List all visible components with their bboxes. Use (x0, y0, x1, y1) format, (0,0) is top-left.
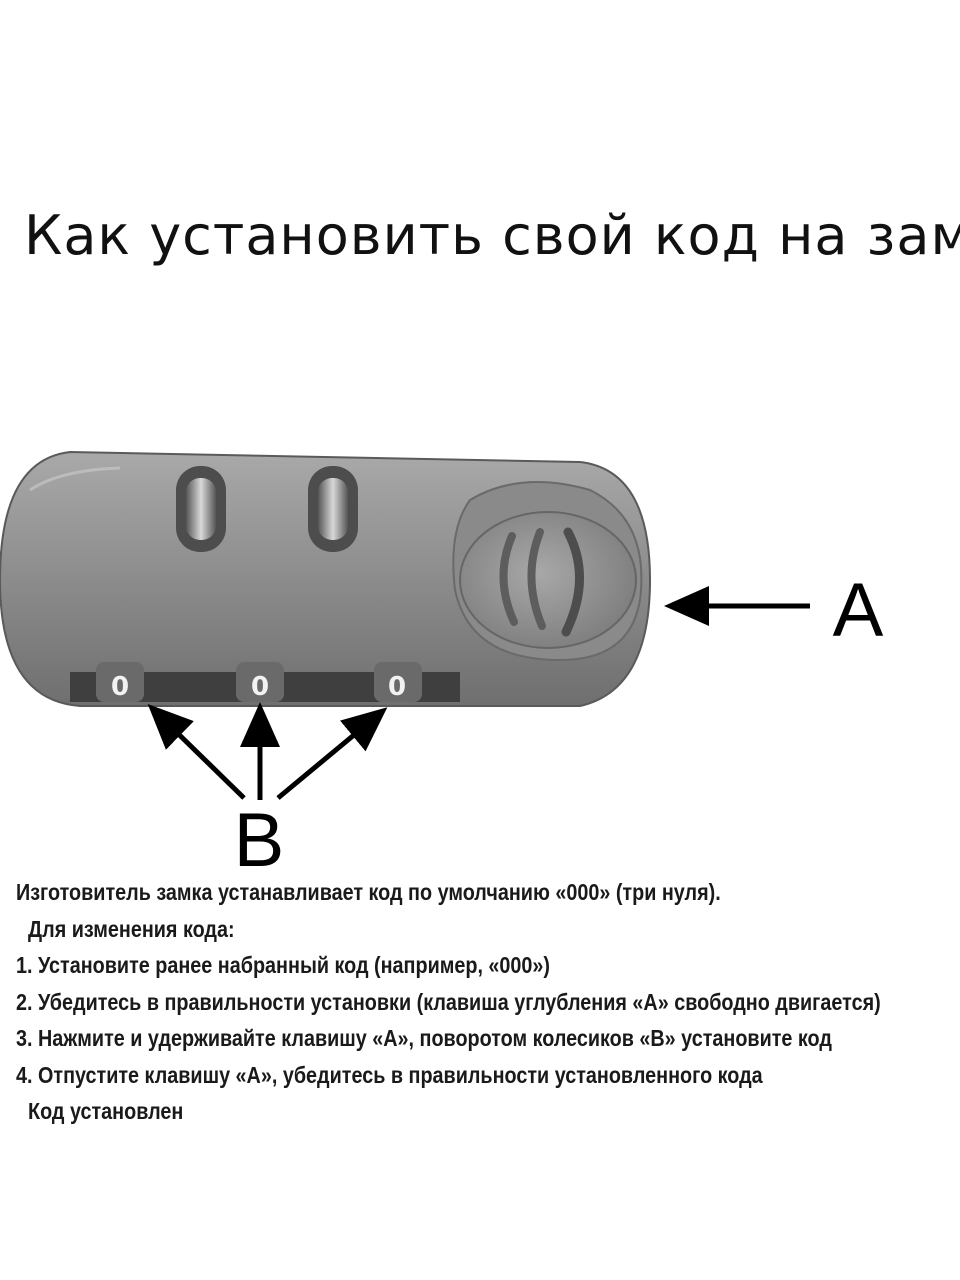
instruction-step-1: 1. Установите ранее набранный код (напри… (16, 952, 551, 978)
arrow-b-3 (276, 707, 388, 800)
release-button[interactable] (452, 481, 643, 662)
instructions-outro: Код установлен (28, 1098, 184, 1124)
arrow-b-1 (147, 704, 246, 800)
wheel-window-2 (308, 466, 358, 552)
label-a: A (833, 568, 884, 653)
instruction-step-2: 2. Убедитесь в правильности установки (к… (16, 988, 881, 1015)
dial-digit-3[interactable]: 0 (388, 672, 406, 702)
instruction-step-4: 4. Отпустите клавишу «А», убедитесь в пр… (16, 1061, 763, 1088)
instructions-subheading: Для изменения кода: (28, 915, 235, 942)
instructions: Изготовитель замка устанавливает код по … (16, 874, 881, 1130)
instructions-intro: Изготовитель замка устанавливает код по … (16, 879, 721, 905)
dial-wheels: 0 0 0 (70, 662, 460, 702)
instruction-step-3: 3. Нажмите и удерживайте клавишу «А», по… (16, 1025, 832, 1051)
page-title: Как установить свой код на замке (24, 204, 960, 267)
dial-digit-2[interactable]: 0 (251, 672, 269, 702)
label-b: B (234, 798, 285, 870)
lock-diagram: 0 0 0 A B (0, 430, 960, 870)
wheel-window-1 (176, 466, 226, 552)
dial-digit-1[interactable]: 0 (111, 672, 129, 702)
